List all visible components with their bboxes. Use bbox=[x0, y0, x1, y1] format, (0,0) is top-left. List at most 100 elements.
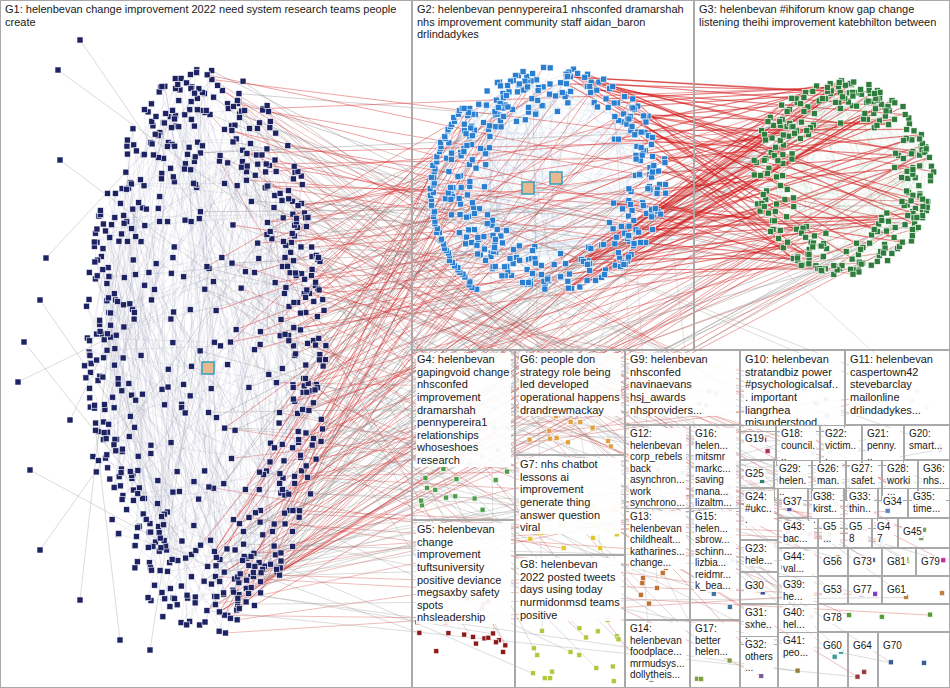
vertex bbox=[272, 280, 278, 286]
vertex bbox=[145, 544, 151, 550]
vertex bbox=[257, 341, 263, 347]
vertex bbox=[87, 395, 93, 401]
vertex bbox=[168, 440, 174, 446]
vertex bbox=[309, 244, 315, 250]
vertex bbox=[133, 397, 139, 403]
vertex bbox=[93, 420, 99, 426]
vertex bbox=[116, 238, 122, 244]
vertex bbox=[133, 234, 139, 240]
vertex bbox=[159, 84, 165, 90]
vertex bbox=[172, 76, 178, 82]
vertex bbox=[298, 327, 304, 333]
vertex bbox=[164, 143, 170, 149]
network-edge bbox=[107, 123, 164, 301]
network-edge bbox=[114, 294, 163, 525]
vertex bbox=[258, 590, 264, 596]
vertex bbox=[603, 96, 609, 102]
vertex bbox=[278, 316, 284, 322]
network-edge bbox=[280, 336, 426, 479]
vertex bbox=[554, 108, 560, 114]
network-edge bbox=[40, 243, 258, 550]
vertex bbox=[256, 120, 262, 126]
network-edge bbox=[566, 84, 863, 248]
vertex bbox=[101, 430, 107, 436]
network-edge bbox=[104, 167, 241, 340]
vertex bbox=[104, 452, 110, 458]
vertex bbox=[291, 163, 297, 169]
vertex bbox=[283, 285, 289, 291]
vertex bbox=[310, 400, 316, 406]
network-edge bbox=[108, 298, 239, 595]
vertex bbox=[236, 521, 242, 527]
vertex bbox=[255, 161, 261, 167]
network-edge bbox=[107, 193, 177, 471]
network-edge bbox=[581, 224, 878, 259]
network-edge bbox=[295, 401, 805, 655]
vertex bbox=[100, 221, 106, 227]
network-edge bbox=[238, 103, 823, 257]
vertex bbox=[157, 568, 163, 574]
vertex bbox=[285, 263, 291, 269]
vertex bbox=[121, 302, 127, 308]
vertex bbox=[286, 338, 292, 344]
vertex bbox=[131, 142, 137, 148]
vertex bbox=[107, 476, 113, 482]
vertex bbox=[213, 308, 219, 314]
vertex bbox=[242, 269, 248, 275]
network-edge bbox=[244, 446, 888, 556]
vertex bbox=[107, 310, 113, 316]
network-edge bbox=[639, 155, 919, 174]
network-edge bbox=[161, 88, 281, 553]
vertex bbox=[211, 548, 217, 554]
vertex bbox=[313, 279, 319, 285]
vertex bbox=[289, 230, 295, 236]
vertex bbox=[293, 270, 299, 276]
network-edge bbox=[130, 416, 157, 503]
vertex bbox=[103, 436, 109, 442]
network-edge bbox=[239, 102, 756, 659]
vertex bbox=[170, 174, 176, 180]
vertex bbox=[204, 264, 210, 270]
network-edge bbox=[112, 520, 178, 561]
vertex bbox=[248, 553, 254, 559]
network-edge bbox=[243, 532, 891, 663]
vertex bbox=[111, 291, 117, 297]
vertex bbox=[170, 107, 176, 113]
vertex bbox=[176, 124, 182, 130]
network-edge bbox=[85, 366, 275, 524]
network-edge bbox=[276, 133, 299, 442]
vertex bbox=[221, 569, 227, 575]
vertex bbox=[244, 577, 250, 583]
vertex bbox=[108, 222, 114, 228]
vertex bbox=[188, 116, 194, 122]
vertex bbox=[109, 517, 115, 523]
network-edge bbox=[585, 77, 923, 206]
vertex bbox=[178, 583, 184, 589]
vertex bbox=[174, 469, 180, 475]
vertex bbox=[211, 339, 217, 345]
network-edge bbox=[140, 180, 318, 338]
network-edge bbox=[633, 108, 777, 204]
vertex bbox=[160, 614, 166, 620]
vertex bbox=[182, 112, 188, 118]
vertex bbox=[206, 409, 212, 415]
vertex bbox=[201, 578, 207, 584]
network-edge bbox=[263, 109, 710, 562]
vertex bbox=[150, 152, 156, 158]
vertex bbox=[463, 241, 469, 247]
vertex bbox=[290, 543, 296, 549]
network-edge bbox=[294, 328, 765, 621]
vertex bbox=[264, 103, 270, 109]
network-edge bbox=[197, 163, 228, 188]
vertex bbox=[264, 146, 270, 152]
vertex bbox=[240, 529, 246, 535]
vertex bbox=[88, 369, 94, 375]
vertex bbox=[221, 126, 227, 132]
vertex bbox=[95, 458, 101, 464]
vertex bbox=[278, 550, 284, 556]
network-edge bbox=[149, 272, 201, 545]
vertex bbox=[192, 594, 198, 600]
vertex bbox=[197, 209, 203, 215]
vertex bbox=[165, 219, 171, 225]
vertex bbox=[291, 324, 297, 330]
